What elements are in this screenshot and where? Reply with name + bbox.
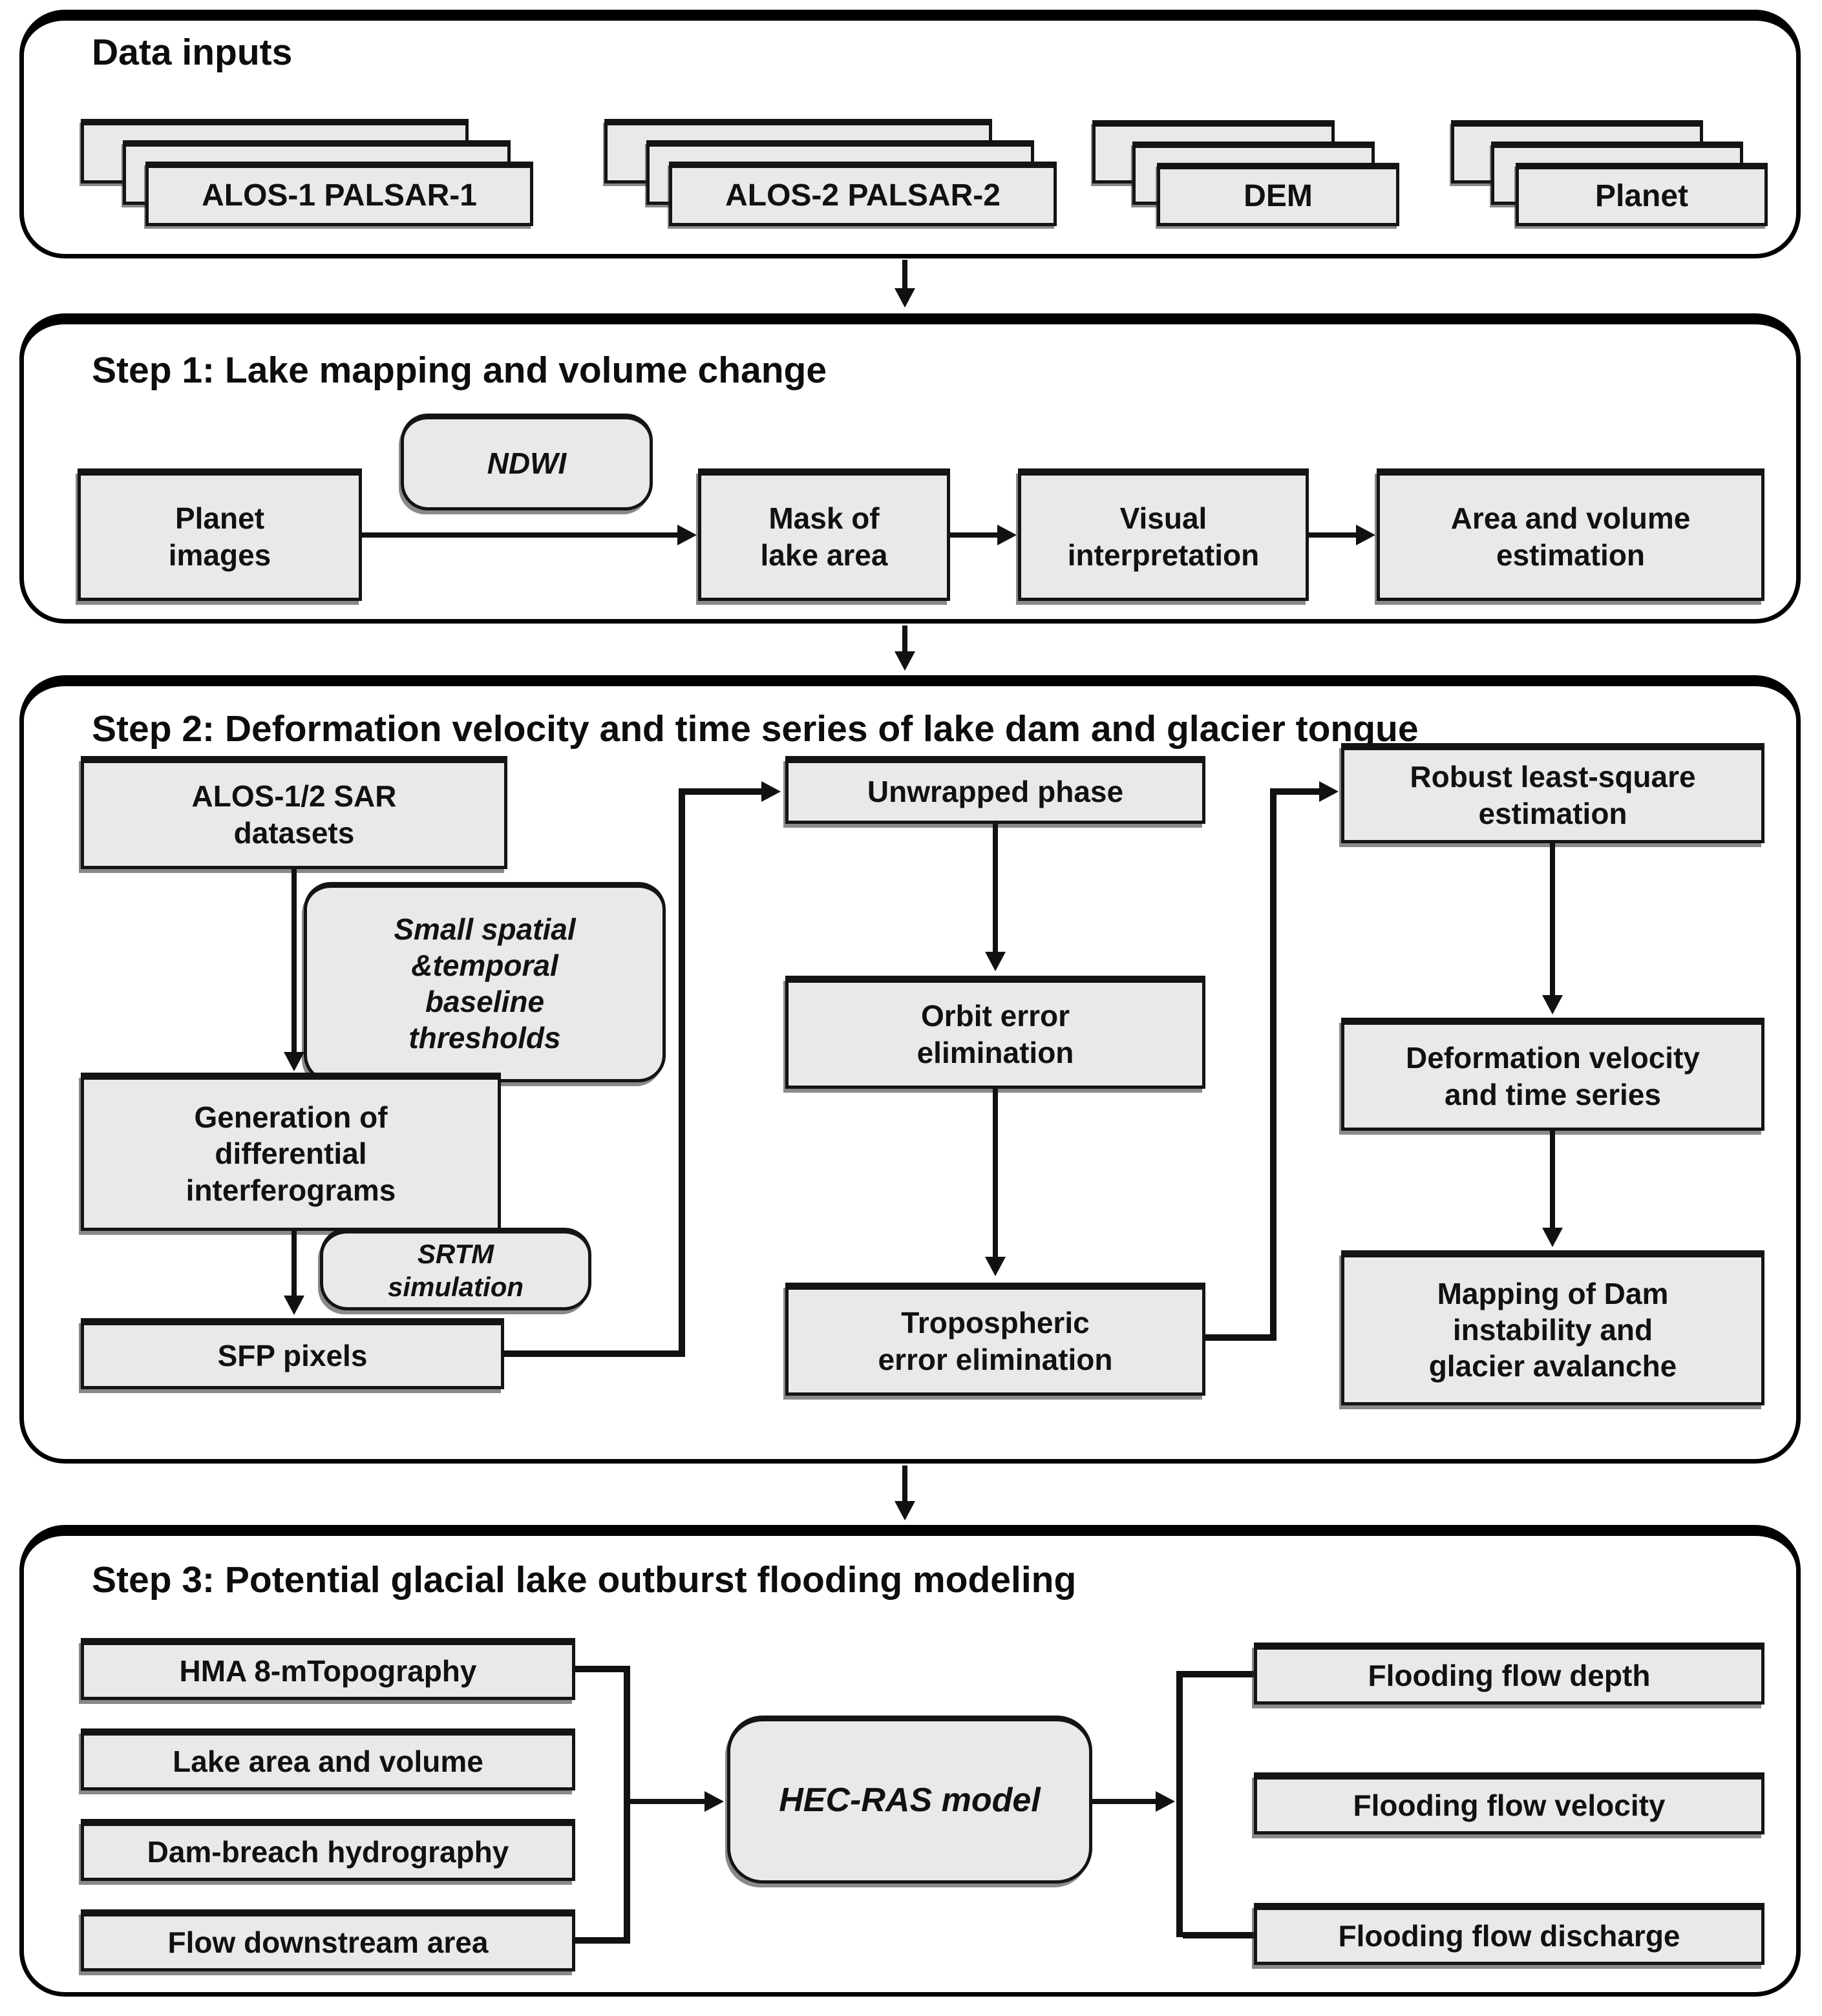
arrow-robust-deformation-head xyxy=(1542,995,1563,1014)
arrow-robust-deformation-line xyxy=(1550,843,1555,995)
box-lake-area-volume: Lake area and volume xyxy=(81,1728,575,1790)
box-srtm-simulation: SRTM simulation xyxy=(320,1228,591,1310)
arrow-step1-step2-line xyxy=(902,625,907,651)
box-mask-lake-area: Mask of lake area xyxy=(698,468,950,601)
arrow-step2-step3-head xyxy=(895,1501,915,1520)
box-sfp-pixels: SFP pixels xyxy=(81,1318,504,1389)
arrow-deformation-mapping-head xyxy=(1542,1228,1563,1247)
connector-tropo-vertical xyxy=(1270,788,1276,1341)
box-unwrapped-phase: Unwrapped phase xyxy=(785,756,1205,824)
box-dam-breach-hydrography: Dam-breach hydrography xyxy=(81,1819,575,1881)
connector-sfp-vertical xyxy=(679,788,685,1357)
box-planet-images: Planet images xyxy=(78,468,362,601)
arrow-hecras-outputs-line xyxy=(1092,1799,1157,1804)
bracket-in-top-stub xyxy=(575,1666,630,1672)
box-flooding-flow-velocity: Flooding flow velocity xyxy=(1254,1772,1764,1834)
arrow-planet-mask-line xyxy=(362,532,679,538)
arrow-visual-area-head xyxy=(1356,525,1375,545)
bracket-out-vertical xyxy=(1176,1671,1183,1937)
arrow-step1-step2-head xyxy=(895,651,915,671)
stack-alos1-palsar1: ALOS-1 PALSAR-1 xyxy=(145,162,533,226)
bracket-out-bottom-stub xyxy=(1183,1932,1254,1938)
connector-tropo-head xyxy=(1319,781,1339,802)
connector-sfp-top xyxy=(685,788,763,795)
box-flooding-flow-depth: Flooding flow depth xyxy=(1254,1643,1764,1705)
connector-sfp-horizontal xyxy=(504,1350,685,1357)
box-mapping-dam-instability: Mapping of Dam instability and glacier a… xyxy=(1341,1250,1764,1405)
bracket-in-bottom-stub xyxy=(575,1937,630,1944)
arrow-datainputs-step1-head xyxy=(895,288,915,308)
arrow-datainputs-step1-line xyxy=(902,260,907,288)
bracket-out-top-stub xyxy=(1183,1671,1254,1677)
arrow-alos-generation-head xyxy=(284,1052,304,1071)
box-orbit-error: Orbit error elimination xyxy=(785,976,1205,1089)
box-alos-sar-datasets: ALOS-1/2 SAR datasets xyxy=(81,756,507,869)
box-visual-interpretation: Visual interpretation xyxy=(1018,468,1309,601)
arrow-hecras-outputs-head xyxy=(1156,1791,1175,1812)
arrow-mask-visual-line xyxy=(950,532,999,538)
step1-title: Step 1: Lake mapping and volume change xyxy=(92,350,827,391)
arrow-alos-generation-line xyxy=(291,869,297,1053)
connector-tropo-horizontal xyxy=(1205,1334,1276,1341)
box-flooding-flow-discharge: Flooding flow discharge xyxy=(1254,1903,1764,1965)
step2-title: Step 2: Deformation velocity and time se… xyxy=(92,708,1419,750)
bracket-in-vertical xyxy=(624,1666,630,1944)
arrow-generation-sfp-head xyxy=(284,1296,304,1315)
arrow-orbit-tropo-line xyxy=(993,1089,998,1257)
arrow-step2-step3-line xyxy=(902,1465,907,1501)
arrow-generation-sfp-line xyxy=(291,1231,297,1296)
arrow-unwrapped-orbit-head xyxy=(985,952,1006,971)
arrow-deformation-mapping-line xyxy=(1550,1131,1555,1228)
arrow-visual-area-line xyxy=(1309,532,1357,538)
box-hecras-model: HEC-RAS model xyxy=(727,1716,1092,1884)
arrow-unwrapped-orbit-line xyxy=(993,824,998,952)
arrow-orbit-tropo-head xyxy=(985,1257,1006,1276)
connector-sfp-head xyxy=(761,781,781,802)
box-deformation-velocity: Deformation velocity and time series xyxy=(1341,1018,1764,1131)
box-tropospheric-error: Tropospheric error elimination xyxy=(785,1283,1205,1396)
box-generation-interferograms: Generation of differential interferogram… xyxy=(81,1073,501,1231)
stack-dem: DEM xyxy=(1157,163,1399,226)
box-baseline-thresholds: Small spatial &temporal baseline thresho… xyxy=(304,882,666,1082)
box-ndwi: NDWI xyxy=(401,414,653,510)
data-inputs-title: Data inputs xyxy=(92,32,293,73)
box-hma-topography: HMA 8-mTopography xyxy=(81,1638,575,1700)
connector-tropo-top xyxy=(1276,788,1320,795)
arrow-planet-mask-head xyxy=(677,525,697,545)
box-area-volume-estimation: Area and volume estimation xyxy=(1377,468,1764,601)
stack-planet: Planet xyxy=(1516,163,1768,226)
box-robust-least-square: Robust least-square estimation xyxy=(1341,743,1764,843)
arrow-inputs-hecras-head xyxy=(704,1791,724,1812)
box-flow-downstream-area: Flow downstream area xyxy=(81,1909,575,1971)
arrow-inputs-hecras-line xyxy=(630,1799,704,1804)
step3-title: Step 3: Potential glacial lake outburst … xyxy=(92,1559,1077,1601)
arrow-mask-visual-head xyxy=(997,525,1017,545)
stack-alos2-palsar2: ALOS-2 PALSAR-2 xyxy=(669,162,1057,226)
